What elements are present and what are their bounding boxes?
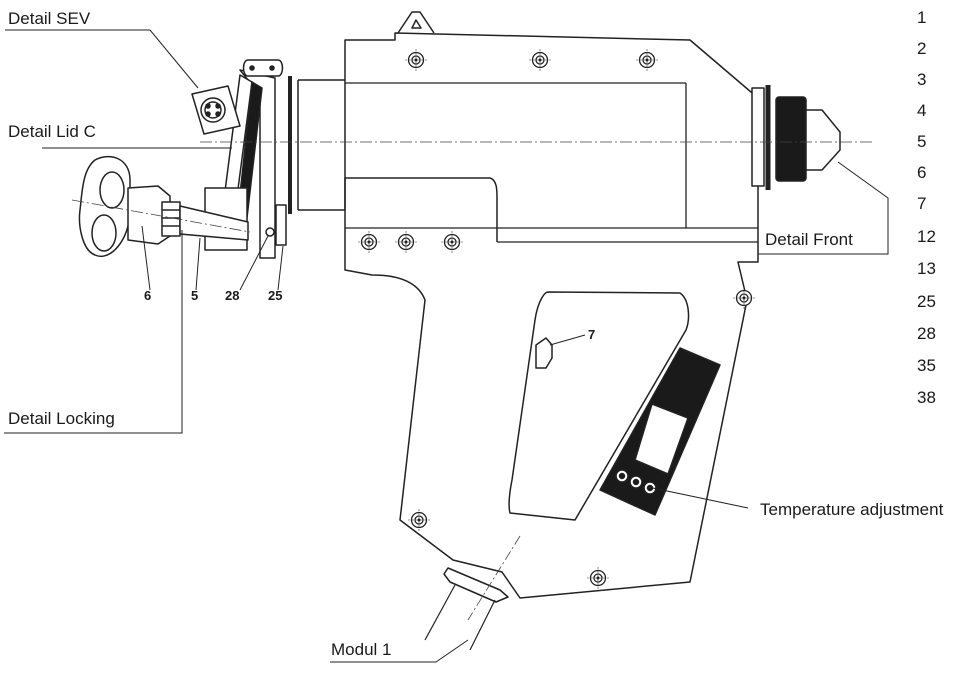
nozzle-tip (805, 109, 841, 171)
part-label-7: 7 (588, 327, 595, 342)
screw-icon (586, 566, 610, 590)
handle-window (508, 291, 690, 521)
part-label-5: 5 (191, 288, 198, 303)
screw-icon (404, 48, 428, 72)
screw-icon (528, 48, 552, 72)
temperature-adjustment-label: Temperature adjustment (760, 500, 944, 519)
part-number: 7 (917, 194, 926, 213)
screw-icon (440, 230, 464, 254)
part-number: 4 (917, 101, 926, 120)
housing-outline (344, 32, 759, 599)
switch (535, 337, 553, 369)
part-number-list: 1 2 3 4 5 6 7 12 13 25 28 35 38 (917, 8, 936, 407)
part-number: 3 (917, 70, 926, 89)
front-flange (751, 87, 765, 187)
cable-connector (443, 567, 509, 603)
modul-1-label: Modul 1 (331, 640, 391, 659)
detail-lid-c-label: Detail Lid C (8, 122, 96, 141)
hanger-loop (397, 11, 435, 34)
part-number: 6 (917, 163, 926, 182)
detail-front-label: Detail Front (765, 230, 853, 249)
part-label-28: 28 (225, 288, 239, 303)
part-number: 5 (917, 132, 926, 151)
nozzle-thread (775, 96, 807, 182)
part-number: 2 (917, 39, 926, 58)
screw-icon (635, 48, 659, 72)
detail-sev-label: Detail SEV (8, 9, 91, 28)
part-number: 35 (917, 356, 936, 375)
part-label-25: 25 (268, 288, 282, 303)
part-number: 1 (917, 8, 926, 27)
screw-icon (357, 230, 381, 254)
part-number: 25 (917, 292, 936, 311)
part-number: 28 (917, 324, 936, 343)
part-number: 38 (917, 388, 936, 407)
screw-icon (394, 230, 418, 254)
rear-tube (298, 79, 345, 211)
part-number: 13 (917, 259, 936, 278)
part-number: 12 (917, 227, 936, 246)
screw-icon (732, 286, 756, 310)
detail-locking-label: Detail Locking (8, 409, 115, 428)
part-label-6: 6 (144, 288, 151, 303)
